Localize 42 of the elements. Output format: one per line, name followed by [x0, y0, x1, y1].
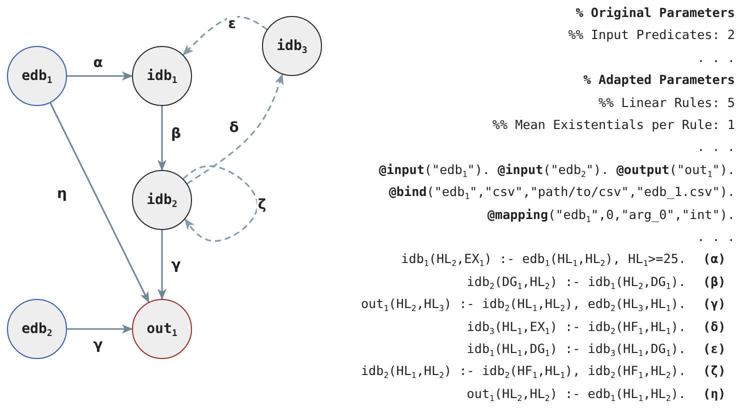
arrow — [158, 230, 166, 300]
rule-text: idb$_{1}$(HL$_{1}$,DG$_{1}$) :- idb$_{3}$(HL$_{1}$,DG$_{1}$). — [466, 341, 686, 357]
rule-tag: (β) — [703, 274, 726, 290]
arrow — [67, 324, 134, 334]
node-label: edb$_{2}$ — [22, 321, 52, 337]
node-label: idb$_{3}$ — [276, 38, 308, 54]
node-label: edb$_{1}$ — [22, 68, 52, 84]
code-line: @bind("edb$_{1}$","csv","path/to/csv","edb_1.csv"). — [388, 184, 735, 200]
edge-label: ζ — [256, 197, 268, 213]
rule-tag: (ζ) — [703, 363, 726, 380]
rule-tag: (α) — [703, 251, 726, 268]
arrow — [67, 72, 134, 80]
rule-text: out$_{1}$(HL$_{2}$,HL$_{2}$) :- edb$_{1}$(HL$_{1}$,HL$_{2}$). — [466, 386, 686, 402]
arrow — [186, 73, 284, 184]
rule-tag: (δ) — [703, 318, 726, 335]
ellipsis: . . . — [697, 229, 735, 245]
rule-tag: (ε) — [703, 341, 726, 357]
arrow — [182, 16, 268, 56]
node-label: out$_{1}$ — [146, 321, 178, 337]
comment-line: %% Input Predicates: 2 — [568, 27, 735, 44]
arrow — [50, 102, 150, 304]
code-line: @mapping("edb$_{1}$",0,"arg_0","int"). — [487, 206, 735, 223]
rule-text: idb$_{3}$(HL$_{1}$,EX$_{1}$) :- idb$_{2}$(HF$_{1}$,HL$_{1}$). — [466, 318, 686, 335]
rule-text: out$_{1}$(HL$_{2}$,HL$_{3}$) :- idb$_{2}$(HL$_{1}$,HL$_{2}$), edb$_{2}$(HL$_{3}$,HL$_{1}$). — [360, 296, 686, 312]
arrow — [158, 106, 166, 172]
comment-line: %% Linear Rules: 5 — [598, 94, 735, 111]
arrow — [182, 165, 258, 242]
rule-tag: (η) — [703, 386, 726, 402]
rule-text: idb$_{2}$(HL$_{1}$,HL$_{2}$) :- idb$_{2}$(HF$_{1}$,HL$_{1}$), idb$_{2}$(HF$_{1}$,HL$_{2}$). — [360, 363, 686, 380]
comment-line: % Original Parameters — [576, 5, 735, 21]
ellipsis: . . . — [697, 50, 735, 66]
edge-label: β — [170, 126, 182, 142]
code-line: @input("edb$_{1}$"). @input("edb$_{2}$"). @output("out$_{1}$"). — [378, 162, 735, 178]
comment-line: % Adapted Parameters — [583, 72, 735, 88]
rule-tag: (γ) — [703, 296, 726, 312]
node-label: idb$_{1}$ — [146, 68, 178, 84]
node-label: idb$_{2}$ — [146, 192, 178, 208]
comment-line: %% Mean Existentials per Rule: 1 — [492, 117, 735, 133]
rule-text: idb$_{2}$(DG$_{1}$,HL$_{2}$) :- idb$_{1}$(HL$_{2}$,DG$_{1}$). — [466, 274, 686, 290]
rule-text: idb$_{1}$(HL$_{2}$,EX$_{1}$) :- edb$_{1}$(HL$_{1}$,HL$_{2}$), HL$_{1}$>=25. — [401, 251, 686, 268]
graph-node — [132, 170, 192, 230]
ellipsis: . . . — [697, 139, 735, 156]
